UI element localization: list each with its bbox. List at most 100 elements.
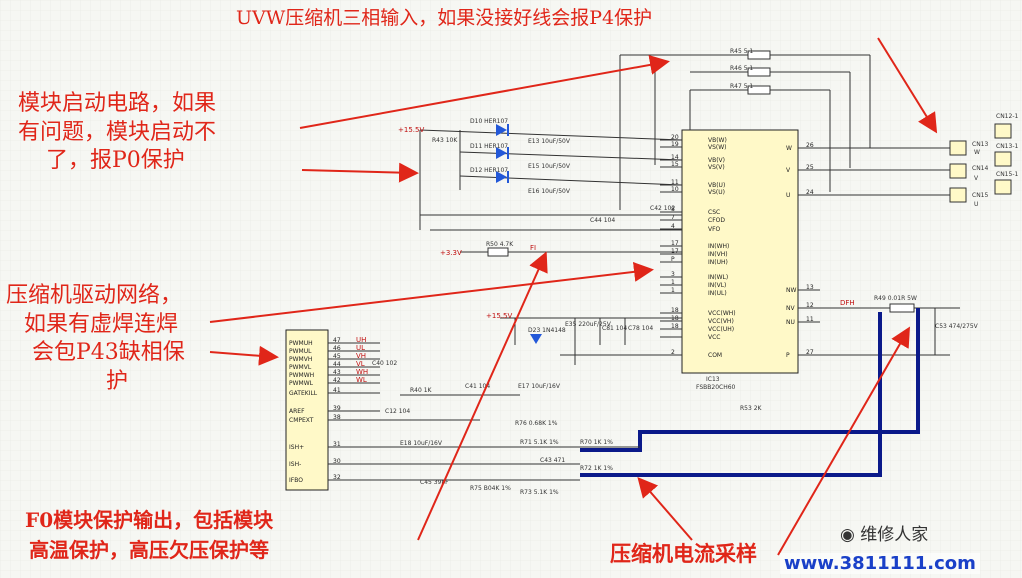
mcu-net-label: UH — [356, 336, 366, 344]
c12-label: C12 104 — [385, 408, 410, 415]
mcu-pin-name: PWMUL — [289, 348, 312, 355]
supply-label: +15.5V — [398, 126, 424, 134]
c53-label: C53 474/275V — [935, 323, 979, 330]
module-ref: IC13 — [706, 376, 720, 383]
mcu-pin-name: PWMWL — [289, 380, 314, 387]
mcu-pin-number: 47 — [333, 337, 341, 344]
annotation-startup: 模块启动电路，如果 有问题，模块启动不 了，报P0保护 — [18, 90, 216, 176]
r43-label: R43 10K — [432, 137, 458, 144]
module-pin-name: VCC(VH) — [708, 318, 734, 325]
module-pin-name: P — [786, 352, 790, 359]
ipm-module — [681, 129, 799, 374]
mcu-pin-number: 41 — [333, 387, 341, 394]
annotation-uvw-input: UVW压缩机三相输入，如果没接好线会报P4保护 — [236, 7, 653, 29]
mcu-pin: GATEKILL 41 — [289, 387, 380, 397]
module-pin-number: 13 — [806, 284, 814, 291]
cn13-1-label: CN13-1 — [996, 143, 1018, 150]
module-part: FSBB20CH60 — [696, 384, 736, 391]
mcu-net-label: VL — [356, 360, 365, 368]
mcu-pin-name: ISH+ — [289, 444, 304, 451]
module-pin-left: VCC(UH) 18 — [660, 323, 734, 333]
module-pin-name: VS(V) — [708, 164, 725, 171]
r70-label: R70 1K 1% — [580, 439, 613, 446]
dfh-label: DFH — [840, 299, 855, 307]
annotation-arrows — [209, 37, 938, 556]
module-pin-name: VB(W) — [708, 137, 727, 144]
conn-w-label: W — [974, 149, 980, 156]
website-url[interactable]: www.3811111.com — [780, 553, 980, 574]
module-pin-left: VCC — [660, 334, 720, 341]
module-pin-name: VB(U) — [708, 182, 725, 189]
module-pin-number: 15 — [671, 161, 679, 168]
d11-label: D11 HER107 — [470, 143, 508, 150]
r50-label: R50 4.7K — [486, 241, 514, 248]
annotation-drive-line1: 压缩机驱动网络， — [6, 283, 183, 308]
module-pin-number: 20 — [671, 134, 679, 141]
mcu-pin-number: 42 — [333, 377, 341, 384]
mcu-pin-number: 44 — [333, 361, 341, 368]
module-pin-name: VCC(WH) — [708, 310, 736, 317]
annotation-startup-line3: 了，报P0保护 — [46, 148, 185, 174]
c81-label: C81 104 — [602, 325, 627, 332]
module-pin-left: IN(WL) 3 — [660, 271, 728, 281]
conn-v-label: V — [974, 175, 979, 182]
bootstrap-circuit: D10 HER107 D11 HER107 D12 HER107 E13 10u… — [398, 118, 683, 231]
r72-label: R72 1K 1% — [580, 465, 613, 472]
module-pin-name: IN(WH) — [708, 243, 729, 250]
mcu-pin-number: 45 — [333, 353, 341, 360]
module-pin-number: 18 — [671, 307, 679, 314]
module-pin-name: CFOD — [708, 217, 725, 224]
annotation-fo-line1: F0模块保护输出，包括模块 — [25, 508, 274, 532]
annotation-startup-line1: 模块启动电路，如果 — [18, 91, 217, 116]
annotation-fo: F0模块保护输出，包括模块 高温保护，高压欠压保护等 — [25, 505, 273, 565]
mcu-pin-name: GATEKILL — [289, 390, 318, 397]
module-pin-left: VS(V) 15 — [660, 161, 725, 171]
module-pin-left: IN(UH)P — [660, 256, 728, 266]
module-pin-number: 8 — [671, 206, 675, 213]
module-pin-name: COM — [708, 352, 722, 359]
module-pin-name: IN(VL) — [708, 282, 726, 289]
module-pin-number: 12 — [806, 302, 814, 309]
c44-label: C44 104 — [590, 217, 615, 224]
module-pin-name: VS(W) — [708, 144, 727, 151]
module-pin-number: 3 — [671, 271, 675, 278]
mcu-net-label: UL — [356, 344, 365, 352]
fi-label: FI — [530, 244, 536, 252]
output-connectors: CN12-1 CN13 CN14 CN15 CN13-1 CN15-1 W V … — [798, 113, 1018, 208]
module-pin-number: 27 — [806, 349, 814, 356]
annotation-drive-line4: 护 — [106, 368, 129, 394]
cn15-label: CN15 — [972, 192, 988, 199]
mcu-pin-number: 32 — [333, 474, 341, 481]
module-pin-name: VCC(UH) — [708, 326, 734, 333]
module-pin-number: 18 — [671, 323, 679, 330]
c45-label: C45 39pF — [420, 479, 449, 486]
module-pin-name: VB(V) — [708, 157, 725, 164]
module-pin-name: IN(VH) — [708, 251, 728, 258]
module-pin-name: VCC — [708, 334, 720, 341]
e16-label: E16 10uF/50V — [528, 188, 571, 195]
module-pin-number: P — [671, 256, 675, 263]
mcu-pin-name: PWMVL — [289, 364, 312, 371]
e13-label: E13 10uF/50V — [528, 138, 571, 145]
module-pin-number: 19 — [671, 141, 679, 148]
annotation-startup-line2: 有问题，模块启动不 — [18, 119, 217, 145]
mcu-pin-name: CMPEXT — [289, 417, 314, 424]
sense-network: C40 102 R40 1K C41 104 E17 10uF/16V R76 … — [328, 360, 640, 496]
module-pin-number: 2 — [671, 349, 675, 356]
mcu-pin-number: 38 — [333, 414, 341, 421]
module-pin-number: 26 — [806, 142, 814, 149]
mcu-pin-number: 39 — [333, 405, 341, 412]
vcc33-label: +3.3V — [440, 249, 462, 257]
module-pin-name: NW — [786, 287, 796, 294]
e17-label: E17 10uF/16V — [518, 383, 561, 390]
conn-u-label: U — [974, 201, 978, 208]
annotation-drive: 压缩机驱动网络， 如果有虚焊连焊 会包P43缺相保 护 — [6, 282, 185, 396]
module-pin-name: NU — [786, 319, 795, 326]
module-pin-name: IN(WL) — [708, 274, 728, 281]
e35-label: E35 220uF/25V — [565, 321, 612, 328]
module-pin-name: VFO — [708, 226, 721, 233]
